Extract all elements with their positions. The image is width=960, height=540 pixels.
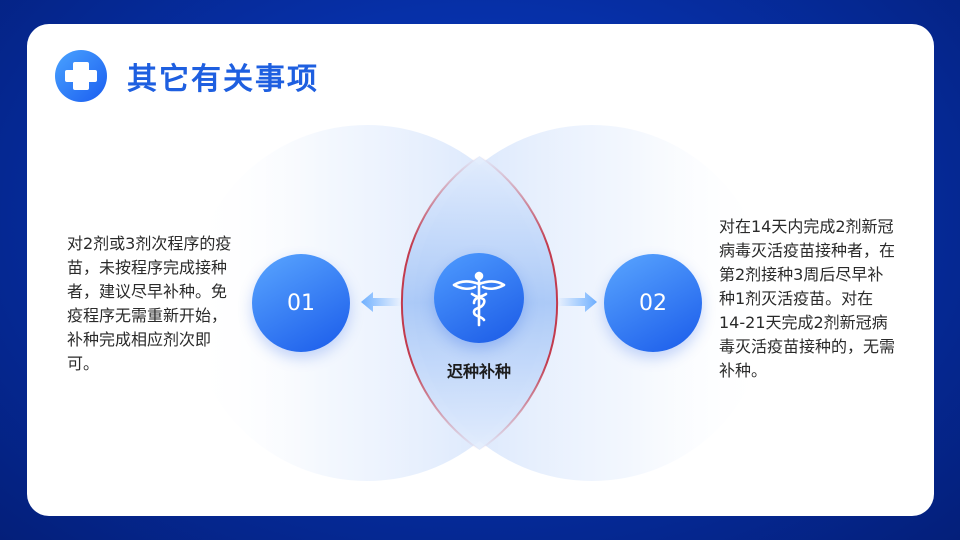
- item-02-text: 对在14天内完成2剂新冠病毒灭活疫苗接种者，在第2剂接种3周后尽早补种1剂灭活疫…: [719, 217, 896, 380]
- item-01-text: 对2剂或3剂次程序的疫苗，未按程序完成接种者，建议尽早补种。免疫程序无需重新开始…: [67, 234, 232, 373]
- item-02-number: 02: [639, 290, 667, 316]
- medical-cross-icon: [55, 50, 107, 102]
- content-card: 其它有关事项: [27, 24, 934, 516]
- header: 其它有关事项: [55, 50, 319, 102]
- caduceus-icon: [434, 253, 524, 343]
- item-02-badge: 02: [604, 254, 702, 352]
- item-01-number: 01: [287, 290, 315, 316]
- arrow-left-icon: [361, 292, 401, 312]
- arrow-right-icon: [557, 292, 597, 312]
- page-title: 其它有关事项: [127, 62, 319, 97]
- center-label: 迟种补种: [446, 362, 511, 381]
- item-01-badge: 01: [252, 254, 350, 352]
